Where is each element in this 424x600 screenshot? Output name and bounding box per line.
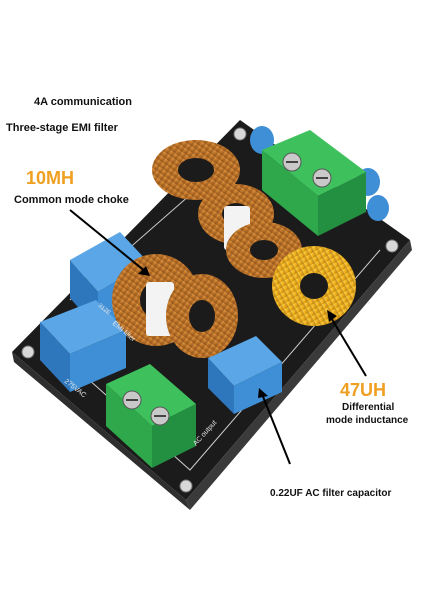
common-mode-choke bbox=[152, 140, 240, 200]
mount-hole bbox=[233, 127, 247, 141]
common-mode-choke bbox=[166, 274, 238, 358]
terminal-block bbox=[106, 364, 196, 468]
pcb-edge-left bbox=[12, 352, 190, 510]
choke-arrowhead bbox=[138, 266, 150, 276]
capacitor bbox=[208, 336, 282, 414]
mount-hole bbox=[179, 479, 193, 493]
caption-filter-type: Three-stage EMI filter bbox=[6, 122, 118, 134]
inductor-value: 47UH bbox=[340, 380, 387, 400]
mount-hole bbox=[385, 239, 399, 253]
inductor-arrowhead bbox=[327, 310, 337, 322]
choke-callout-arrow bbox=[69, 209, 147, 273]
inductor-callout-arrow bbox=[329, 315, 367, 377]
y-capacitor bbox=[367, 195, 389, 221]
caption-communication: 4A communication bbox=[34, 96, 132, 108]
differential-inductor bbox=[272, 246, 356, 326]
capacitor-arrowhead bbox=[258, 388, 268, 398]
y-capacitor bbox=[250, 126, 274, 154]
mount-hole bbox=[21, 345, 35, 359]
capacitor-callout-arrow bbox=[261, 393, 291, 465]
terminal-block bbox=[262, 130, 366, 236]
choke-label: Common mode choke bbox=[14, 194, 129, 206]
capacitor-label: 0.22UF AC filter capacitor bbox=[270, 488, 392, 499]
inductor-label-1: Differential bbox=[342, 402, 395, 413]
capacitor bbox=[40, 300, 126, 392]
inductor-label-2: mode inductance bbox=[326, 415, 409, 426]
pcb-edge bbox=[186, 240, 412, 510]
choke-value: 10MH bbox=[26, 168, 75, 188]
